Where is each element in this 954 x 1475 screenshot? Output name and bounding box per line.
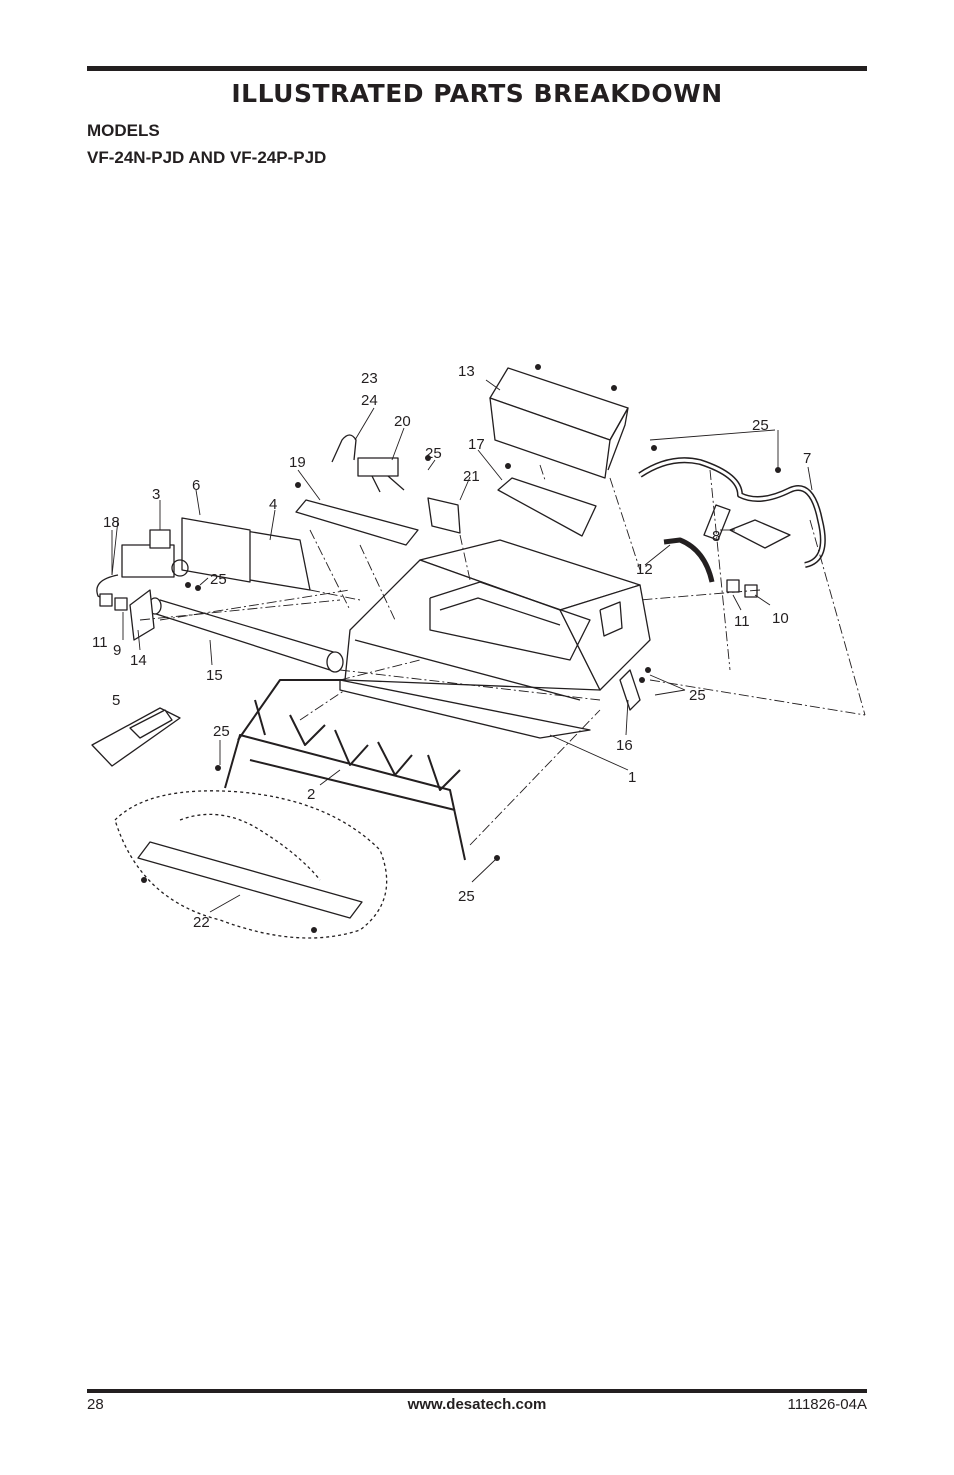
alignment-lines [139,464,866,846]
leader-lines [111,379,813,913]
part-3-valve [121,529,189,578]
callout-24: 24 [361,392,378,409]
models-list: VF-24N-PJD AND VF-24P-PJD [87,148,327,167]
screws [141,364,781,933]
callout-23: 23 [361,370,378,387]
part-5-remote [91,707,181,767]
footer-rule [87,1389,867,1393]
callout-11-left: 11 [92,634,108,651]
callout-5: 5 [112,692,120,709]
part-12-pipe [663,537,715,583]
callout-12: 12 [636,561,653,578]
page-number: 28 [87,1396,104,1413]
website-link[interactable]: www.desatech.com [407,1396,547,1413]
part-15-burner-tube [148,597,344,673]
callout-25-grate-right: 25 [458,888,475,905]
callout-17: 17 [468,436,485,453]
part-22-ember-pan [114,790,388,939]
part-13-shield [489,367,629,479]
callout-9: 9 [113,642,121,659]
callout-10: 10 [772,610,789,627]
callout-25-right-side: 25 [689,687,706,704]
part-21-bracket [427,497,461,534]
callout-18: 18 [103,514,120,531]
callout-20: 20 [394,413,411,430]
part-16-bracket [619,669,641,711]
callout-1: 1 [628,769,636,786]
part-11-fitting [99,593,113,607]
part-17-plate [497,477,597,537]
callout-14: 14 [130,652,147,669]
callout-3: 3 [152,486,160,503]
callout-21: 21 [463,468,480,485]
part-8-bracket [729,519,791,549]
part-14-bracket [129,589,155,641]
callout-25-top-center: 25 [425,445,442,462]
callout-25-top-right: 25 [752,417,769,434]
callout-22: 22 [193,914,210,931]
part-11-fitting-right [726,579,740,593]
part-20-pilot [357,457,405,493]
part-2-grate [224,679,466,861]
part-23-tube [331,434,357,463]
callout-15: 15 [206,667,223,684]
part-18-gas-line [96,574,119,601]
document-number: 111826-04A [787,1396,867,1413]
part-1-burner-box [339,539,651,739]
callout-25-grate-left: 25 [213,723,230,740]
page-title: ILLUSTRATED PARTS BREAKDOWN [231,79,723,108]
callout-25-valve: 25 [210,571,227,588]
callout-2: 2 [307,786,315,803]
callout-7: 7 [803,450,811,467]
callout-16: 16 [616,737,633,754]
part-7-gas-line [638,457,826,568]
part-6-plate [181,517,251,583]
callout-11-right: 11 [734,613,750,630]
models-label: MODELS [87,121,160,140]
header-rule [87,66,867,71]
callout-labels: 1 2 3 4 5 6 7 8 9 10 11 11 12 13 14 15 1… [92,363,811,931]
callout-8: 8 [712,528,720,545]
callout-4: 4 [269,496,277,513]
callout-13: 13 [458,363,475,380]
callout-6: 6 [192,477,200,494]
part-19-plate [295,499,419,546]
part-9-fitting [114,597,128,611]
callout-19: 19 [289,454,306,471]
